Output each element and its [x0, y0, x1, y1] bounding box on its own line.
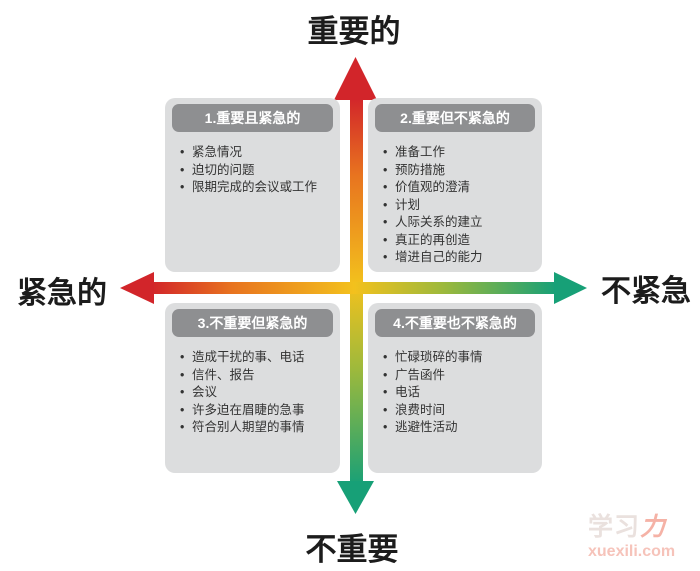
quadrant-3-item-list: 造成干扰的事、电话信件、报告会议许多迫在眉睫的急事符合别人期望的事情	[170, 349, 335, 437]
quadrant-2-item-list: 准备工作预防措施价值观的澄清计划人际关系的建立真正的再创造增进自己的能力	[373, 144, 537, 267]
list-item: 增进自己的能力	[383, 249, 537, 267]
list-item: 限期完成的会议或工作	[180, 179, 335, 197]
quadrant-1-item-list: 紧急情况迫切的问题限期完成的会议或工作	[170, 144, 335, 197]
quadrant-3-title: 3.不重要但紧急的	[172, 309, 333, 337]
list-item: 会议	[180, 384, 335, 402]
watermark-brand: 学习力	[588, 515, 675, 540]
quadrant-2-title: 2.重要但不紧急的	[375, 104, 535, 132]
quadrant-1-title: 1.重要且紧急的	[172, 104, 333, 132]
arrowhead-left-icon	[120, 272, 154, 304]
watermark-brand-gray: 学习	[588, 513, 641, 541]
list-item: 电话	[383, 384, 537, 402]
watermark: 学习力 xuexili.com	[588, 515, 675, 560]
watermark-brand-red: 力	[640, 513, 667, 541]
list-item: 准备工作	[383, 144, 537, 162]
axis-label-urgent: 紧急的	[17, 277, 107, 310]
list-item: 造成干扰的事、电话	[180, 349, 335, 367]
quadrant-2-important-not-urgent: 2.重要但不紧急的 准备工作预防措施价值观的澄清计划人际关系的建立真正的再创造增…	[368, 98, 542, 272]
list-item: 紧急情况	[180, 144, 335, 162]
list-item: 价值观的澄清	[383, 179, 537, 197]
arrowhead-up-icon	[334, 57, 377, 100]
axis-label-not-urgent: 不紧急	[601, 275, 691, 308]
quadrant-3-not-important-urgent: 3.不重要但紧急的 造成干扰的事、电话信件、报告会议许多迫在眉睫的急事符合别人期…	[165, 303, 340, 473]
axis-label-not-important: 不重要	[305, 532, 399, 567]
list-item: 真正的再创造	[383, 232, 537, 250]
list-item: 逃避性活动	[383, 419, 537, 437]
arrowhead-right-icon	[554, 272, 587, 304]
list-item: 预防措施	[383, 162, 537, 180]
list-item: 忙碌琐碎的事情	[383, 349, 537, 367]
horizontal-axis-shaft	[152, 282, 556, 294]
list-item: 符合别人期望的事情	[180, 419, 335, 437]
list-item: 迫切的问题	[180, 162, 335, 180]
quadrant-4-title: 4.不重要也不紧急的	[375, 309, 535, 337]
watermark-domain: xuexili.com	[588, 543, 676, 560]
list-item: 许多迫在眉睫的急事	[180, 402, 335, 420]
list-item: 信件、报告	[180, 367, 335, 385]
quadrant-4-not-important-not-urgent: 4.不重要也不紧急的 忙碌琐碎的事情广告函件电话浪费时间逃避性活动	[368, 303, 542, 473]
list-item: 广告函件	[383, 367, 537, 385]
quadrant-4-item-list: 忙碌琐碎的事情广告函件电话浪费时间逃避性活动	[373, 349, 537, 437]
list-item: 计划	[383, 197, 537, 215]
axis-label-important: 重要的	[307, 14, 401, 49]
arrowhead-down-icon	[337, 481, 374, 514]
list-item: 人际关系的建立	[383, 214, 537, 232]
quadrant-1-important-urgent: 1.重要且紧急的 紧急情况迫切的问题限期完成的会议或工作	[165, 98, 340, 272]
list-item: 浪费时间	[383, 402, 537, 420]
